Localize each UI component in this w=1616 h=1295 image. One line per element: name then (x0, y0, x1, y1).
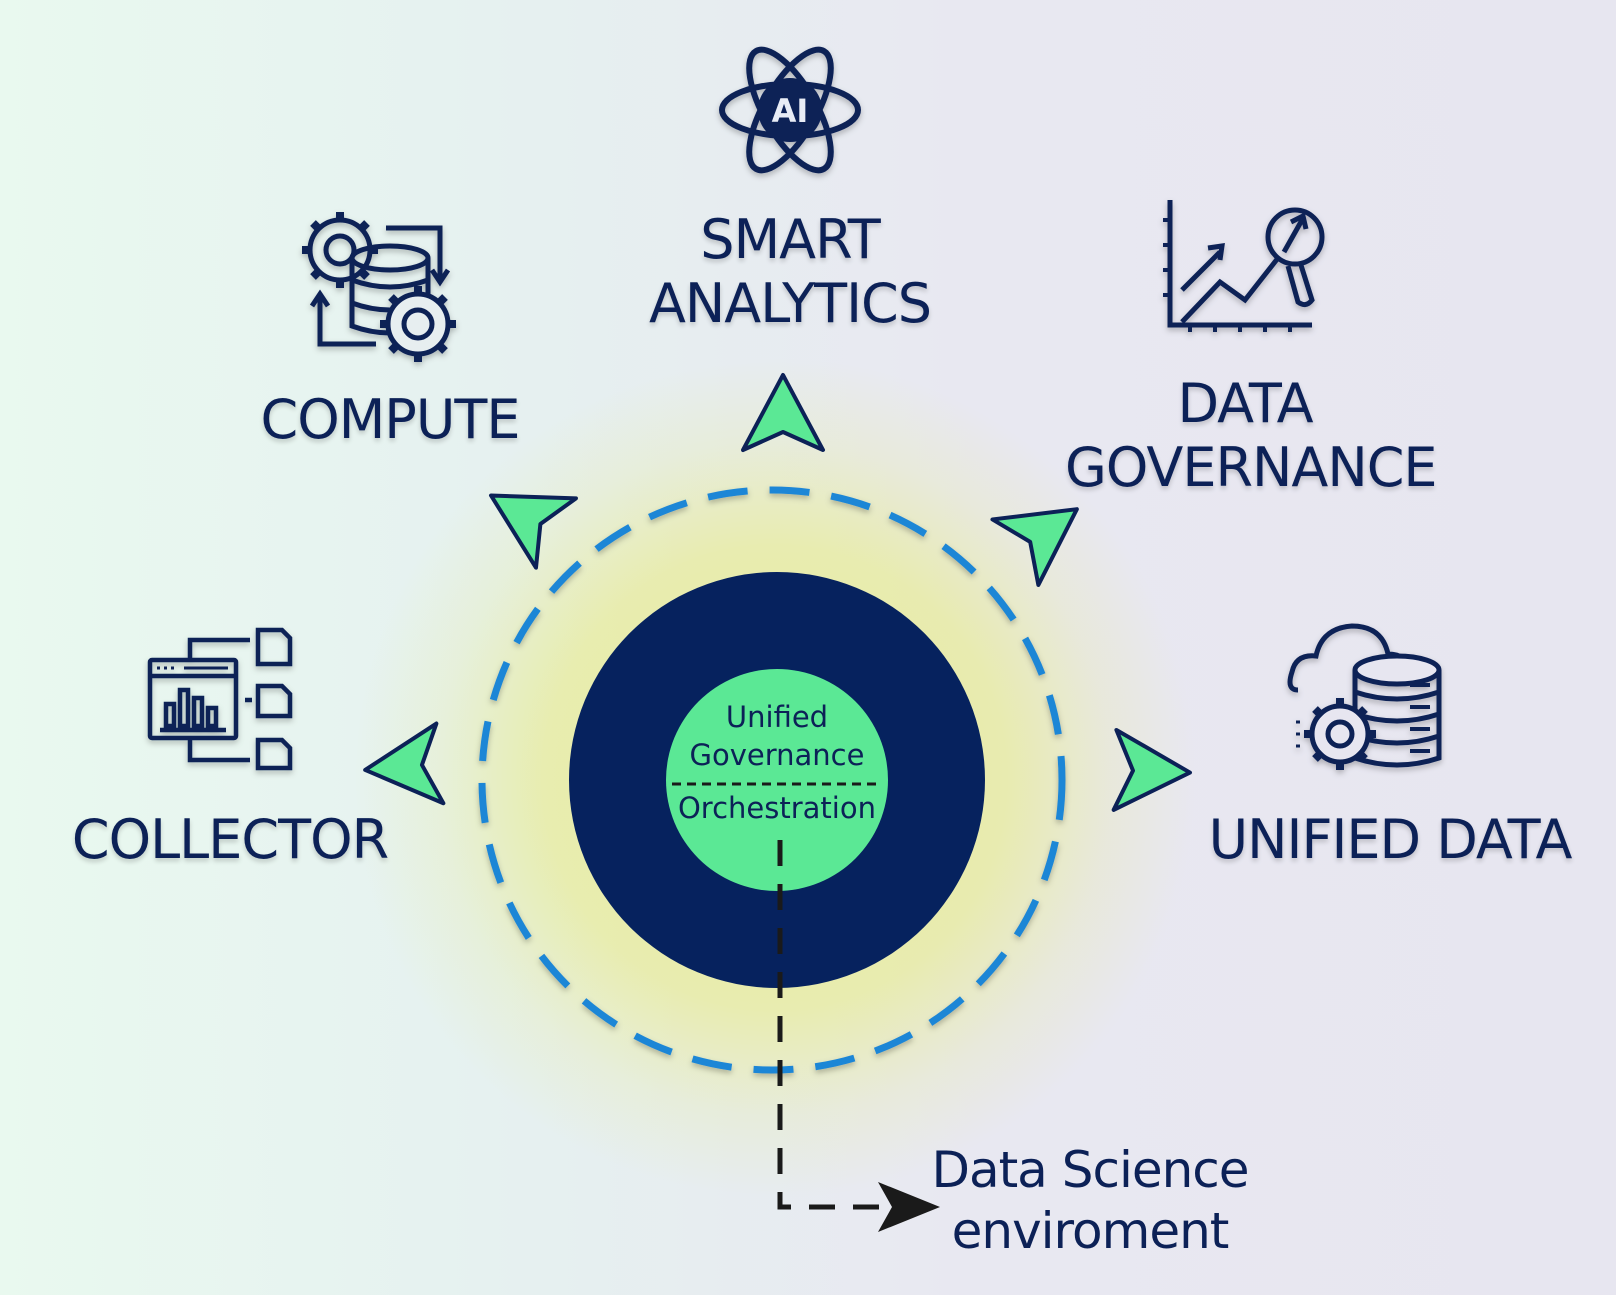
arrow-right (1111, 727, 1192, 812)
chart-magnifier-icon (1163, 200, 1325, 332)
core-top-text: Unified Governance (677, 699, 877, 774)
core-top-line-2: Governance (689, 737, 865, 772)
arrow-left (363, 721, 446, 806)
label-collector: COLLECTOR (70, 808, 390, 872)
label-data-governance: DATA GOVERNANCE (1065, 372, 1438, 499)
compute-line-1: COMPUTE (260, 388, 521, 451)
data-governance-line-1: DATA (1177, 372, 1313, 435)
ai-badge-text: AI (772, 92, 809, 130)
output-line-2: enviroment (951, 1202, 1230, 1260)
cloud-database-gear-icon (1287, 623, 1442, 770)
label-unified-data: UNIFIED DATA (1200, 808, 1580, 872)
unified-data-line-1: UNIFIED DATA (1208, 808, 1573, 871)
smart-analytics-line-1: SMART (700, 208, 880, 271)
label-smart-analytics: SMART ANALYTICS (640, 208, 940, 335)
dashboard-documents-icon (147, 627, 293, 771)
smart-analytics-line-2: ANALYTICS (648, 271, 932, 335)
arrow-up-left (489, 493, 578, 570)
arrow-up-right (990, 507, 1079, 587)
dashed-ring (478, 486, 1066, 1074)
data-governance-line-2: GOVERNANCE (1065, 435, 1438, 499)
core-top-line-1: Unified (725, 700, 829, 734)
output-arrowhead (878, 1182, 940, 1232)
label-compute: COMPUTE (250, 388, 530, 452)
core-inner (666, 669, 888, 891)
arrow-up (741, 373, 825, 452)
output-line-1: Data Science (931, 1141, 1249, 1199)
output-label: Data Science enviroment (920, 1140, 1260, 1262)
core-bottom-text: Orchestration (677, 791, 876, 825)
collector-line-1: COLLECTOR (71, 808, 389, 871)
output-connector (777, 840, 880, 1210)
gears-database-icon (302, 212, 456, 362)
